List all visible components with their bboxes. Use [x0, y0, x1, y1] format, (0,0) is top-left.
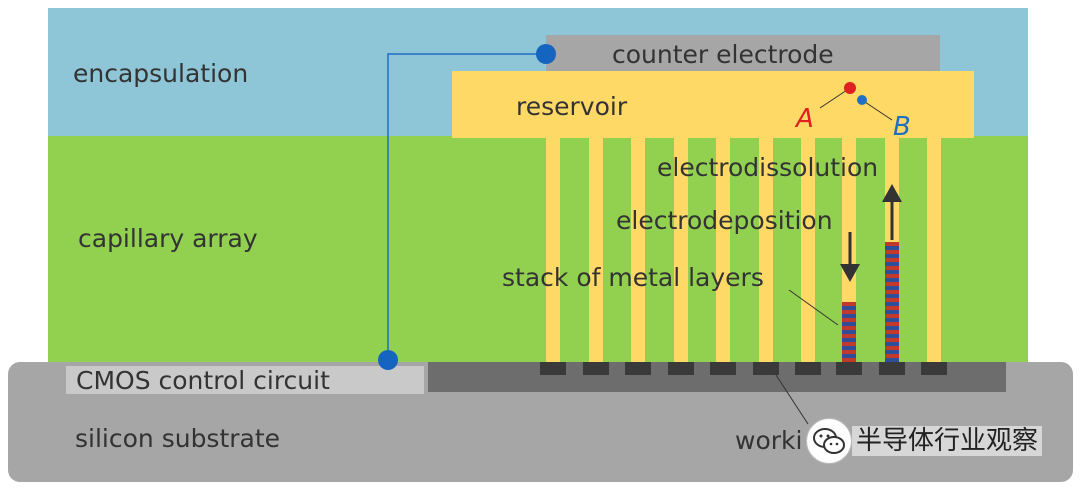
- electrode-pad: [921, 362, 947, 375]
- electrode-pad: [795, 362, 821, 375]
- cmos-control-circuit-label: CMOS control circuit: [76, 366, 330, 395]
- wechat-icon: [806, 418, 852, 464]
- leader-line-working: [775, 374, 809, 425]
- electrode-pad: [625, 362, 651, 375]
- electrode-pad: [540, 362, 566, 375]
- electrode-pad: [583, 362, 609, 375]
- cmos-control-circuit-block: [66, 366, 424, 394]
- species-a-dot: [844, 82, 856, 94]
- electrodissolution-arrow-icon: [882, 184, 902, 202]
- electrode-pad: [836, 362, 862, 375]
- leader-line-a: [819, 87, 851, 109]
- species-a-label: A: [796, 104, 814, 134]
- leader-line-b: [861, 99, 893, 121]
- reservoir-label: reservoir: [516, 92, 628, 121]
- metal-stack-short: [842, 302, 856, 362]
- electrode-pad: [879, 362, 905, 375]
- leader-line-stack: [788, 289, 839, 326]
- capillary-array-layer: [48, 136, 1028, 376]
- counter-electrode-bar: [546, 35, 940, 71]
- wire-node-top: [536, 44, 556, 64]
- electrodeposition-arrow-icon: [840, 264, 860, 282]
- metal-stack-tall: [885, 242, 899, 362]
- capillary-column: [674, 138, 688, 362]
- counter-electrode-label: counter electrode: [612, 40, 834, 69]
- electrode-pad: [668, 362, 694, 375]
- capillary-column: [927, 138, 941, 362]
- capillary-column: [716, 138, 730, 362]
- capillary-column: [759, 138, 773, 362]
- silicon-substrate-label: silicon substrate: [75, 424, 281, 453]
- species-b-label: B: [893, 112, 911, 142]
- species-b-dot: [857, 95, 867, 105]
- circuit-wire: [387, 53, 546, 360]
- reservoir-box: [452, 71, 974, 138]
- capillary-column: [589, 138, 603, 362]
- watermark-text: 半导体行业观察: [852, 426, 1043, 456]
- working-electrode-label: worki: [735, 426, 803, 455]
- electrodeposition-label: electrodeposition: [616, 206, 833, 235]
- stack-of-metal-layers-label: stack of metal layers: [502, 263, 764, 292]
- encapsulation-label: encapsulation: [73, 59, 249, 88]
- electrode-pad: [710, 362, 736, 375]
- capillary-array-label: capillary array: [78, 224, 258, 253]
- capillary-column: [546, 138, 560, 362]
- capillary-column: [631, 138, 645, 362]
- wire-node-bottom: [378, 350, 398, 370]
- electrode-pad: [753, 362, 779, 375]
- electrodissolution-label: electrodissolution: [657, 153, 879, 182]
